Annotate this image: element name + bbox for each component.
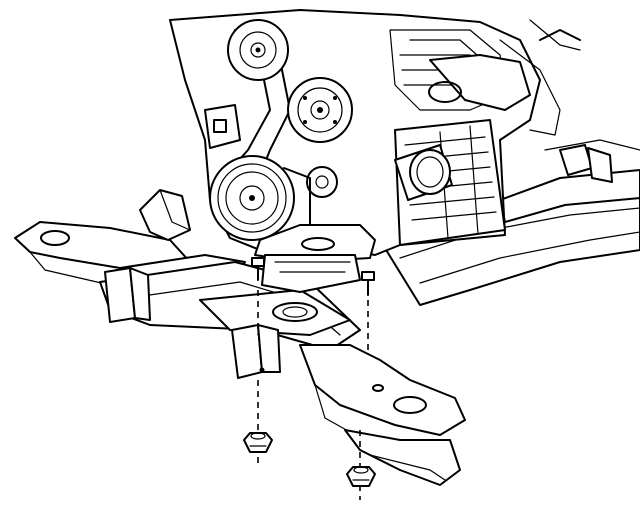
engine-assembly <box>169 9 581 296</box>
mount-nut-right <box>346 466 376 487</box>
mount-nut-left <box>243 432 273 453</box>
